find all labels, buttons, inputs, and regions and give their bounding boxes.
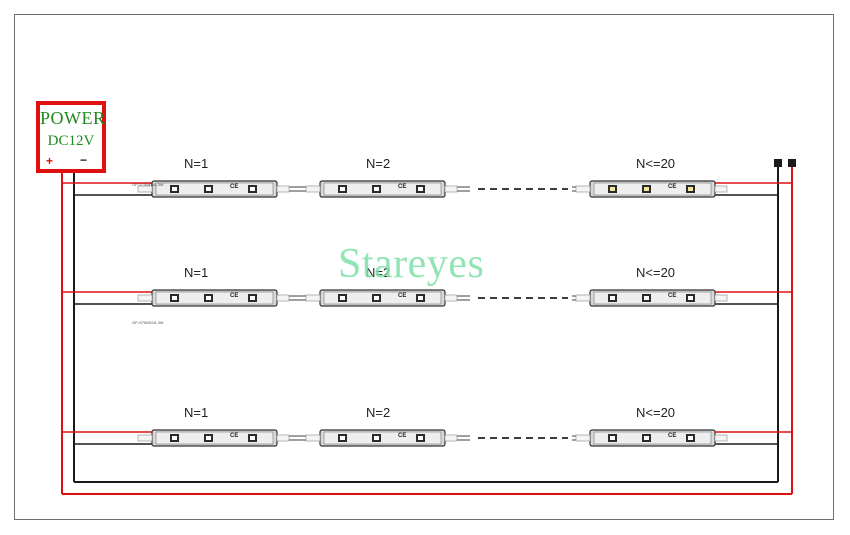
module-board xyxy=(593,431,712,445)
module-wire-stub xyxy=(575,434,591,442)
module-board xyxy=(155,431,274,445)
module-row: CE CE CE xyxy=(62,180,792,198)
module-count-label: N=2 xyxy=(366,156,391,171)
led-chip-core xyxy=(172,187,177,191)
module-wire-stub xyxy=(305,434,321,442)
led-chip-core xyxy=(206,187,211,191)
module-ce-mark: CE xyxy=(230,433,238,439)
part-number-label: GP-S75M018-3W xyxy=(132,182,164,187)
led-chip-core xyxy=(688,187,693,191)
led-chip-core xyxy=(610,296,615,300)
module-count-label: N<=20 xyxy=(636,265,676,280)
module-wire-stub xyxy=(714,185,728,193)
led-chip-core xyxy=(644,436,649,440)
led-chip-core xyxy=(610,187,615,191)
led-module: CE xyxy=(137,429,290,447)
watermark: Stareyes xyxy=(338,241,485,287)
module-wire-stub xyxy=(444,434,458,442)
module-board xyxy=(323,182,442,196)
module-board xyxy=(155,291,274,305)
module-row: CE CE CE xyxy=(62,289,792,307)
module-count-label: N=1 xyxy=(184,265,209,280)
module-wire-stub xyxy=(137,434,153,442)
led-module: CE xyxy=(305,429,458,447)
led-chip-core xyxy=(206,296,211,300)
power-minus-terminal: − xyxy=(80,153,88,167)
module-ce-mark: CE xyxy=(230,184,238,190)
led-chip-core xyxy=(374,187,379,191)
led-module: CE xyxy=(137,180,290,198)
power-title: POWER xyxy=(40,108,106,128)
module-row: CE CE CE xyxy=(62,429,792,447)
module-ce-mark: CE xyxy=(230,293,238,299)
module-ce-mark: CE xyxy=(668,293,676,299)
led-chip-core xyxy=(610,436,615,440)
module-ce-mark: CE xyxy=(398,184,406,190)
module-rows: CE CE CE CE CE CE CE CE CE xyxy=(62,180,792,447)
led-chip-core xyxy=(374,296,379,300)
led-chip-core xyxy=(172,436,177,440)
led-module: CE xyxy=(137,289,290,307)
module-wire-stub xyxy=(305,185,321,193)
module-count-label: N<=20 xyxy=(636,156,676,171)
led-chip-core xyxy=(250,436,255,440)
module-count-label: N=2 xyxy=(366,265,391,280)
part-number-label: GP-S75M018-3W xyxy=(132,320,164,325)
module-wire-stub xyxy=(575,185,591,193)
led-module: CE xyxy=(305,180,458,198)
module-count-label: N=1 xyxy=(184,156,209,171)
led-chip-core xyxy=(418,296,423,300)
power-voltage: DC12V xyxy=(47,133,95,149)
led-chip-core xyxy=(688,436,693,440)
power-bus xyxy=(61,159,796,495)
module-wire-stub xyxy=(714,294,728,302)
led-module: CE xyxy=(575,289,728,307)
module-wire-stub xyxy=(444,185,458,193)
led-chip-core xyxy=(172,296,177,300)
led-chip-core xyxy=(374,436,379,440)
power-supply: POWER DC12V + − xyxy=(36,101,106,173)
led-module: CE xyxy=(575,429,728,447)
module-board xyxy=(593,291,712,305)
led-chip-core xyxy=(340,296,345,300)
led-chip-core xyxy=(418,436,423,440)
led-chip-core xyxy=(688,296,693,300)
module-board xyxy=(155,182,274,196)
led-chip-core xyxy=(206,436,211,440)
module-wire-stub xyxy=(714,434,728,442)
module-wire-stub xyxy=(575,294,591,302)
module-board xyxy=(323,291,442,305)
module-wire-stub xyxy=(137,294,153,302)
module-count-label: N<=20 xyxy=(636,405,676,420)
module-wire-stub xyxy=(305,294,321,302)
led-chip-core xyxy=(250,296,255,300)
led-chip-core xyxy=(418,187,423,191)
module-board xyxy=(323,431,442,445)
led-chip-core xyxy=(644,296,649,300)
module-wire-stub xyxy=(276,185,290,193)
module-ce-mark: CE xyxy=(668,184,676,190)
module-count-label: N=1 xyxy=(184,405,209,420)
module-wire-stub xyxy=(276,434,290,442)
module-wire-stub xyxy=(444,294,458,302)
led-chip-core xyxy=(340,187,345,191)
module-ce-mark: CE xyxy=(668,433,676,439)
module-ce-mark: CE xyxy=(398,293,406,299)
led-module: CE xyxy=(305,289,458,307)
module-wire-stub xyxy=(276,294,290,302)
module-ce-mark: CE xyxy=(398,433,406,439)
led-chip-core xyxy=(644,187,649,191)
led-chip-core xyxy=(340,436,345,440)
terminal-negative xyxy=(774,159,782,167)
terminal-positive xyxy=(788,159,796,167)
power-plus-terminal: + xyxy=(46,154,54,168)
led-chip-core xyxy=(250,187,255,191)
module-board xyxy=(593,182,712,196)
led-module: CE xyxy=(575,180,728,198)
module-wire-stub xyxy=(137,185,153,193)
module-count-label: N=2 xyxy=(366,405,391,420)
